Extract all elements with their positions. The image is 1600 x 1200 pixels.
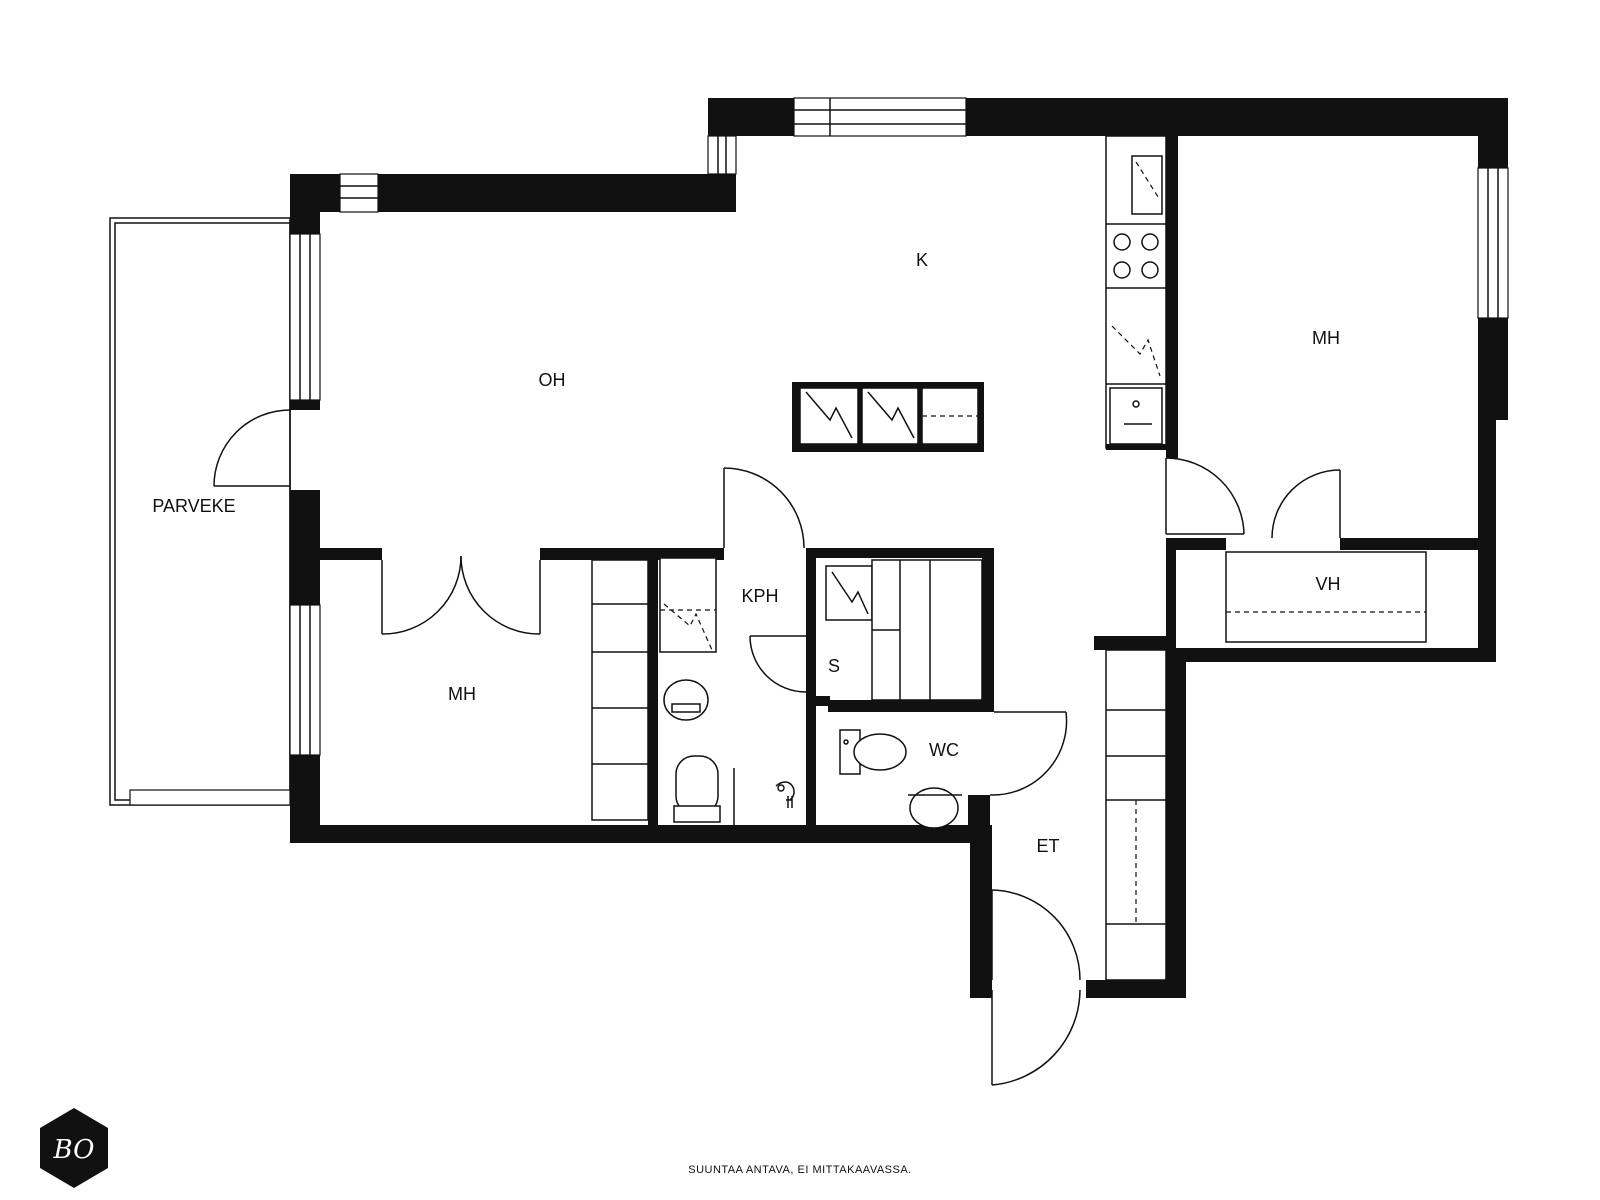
walls xyxy=(290,98,1508,998)
hexagon-logo-icon: BO xyxy=(40,1108,108,1188)
label-vh: VH xyxy=(1315,574,1340,594)
label-kph: KPH xyxy=(741,586,778,606)
label-et: ET xyxy=(1036,836,1059,856)
label-mh-right: MH xyxy=(1312,328,1340,348)
disclaimer-text: SUUNTAA ANTAVA, EI MITTAKAAVASSA. xyxy=(688,1164,912,1176)
fixtures xyxy=(591,135,1427,981)
label-wc: WC xyxy=(929,740,959,760)
label-oh: OH xyxy=(539,370,566,390)
logo-text: BO xyxy=(53,1135,95,1165)
room-labels: K OH MH PARVEKE KPH VH MH S WC ET xyxy=(152,250,1340,856)
doors xyxy=(213,409,1341,1086)
label-parveke: PARVEKE xyxy=(152,496,235,516)
label-s: S xyxy=(828,656,840,676)
label-k: K xyxy=(916,250,928,270)
windows xyxy=(129,97,1509,806)
label-mh-left: MH xyxy=(448,684,476,704)
